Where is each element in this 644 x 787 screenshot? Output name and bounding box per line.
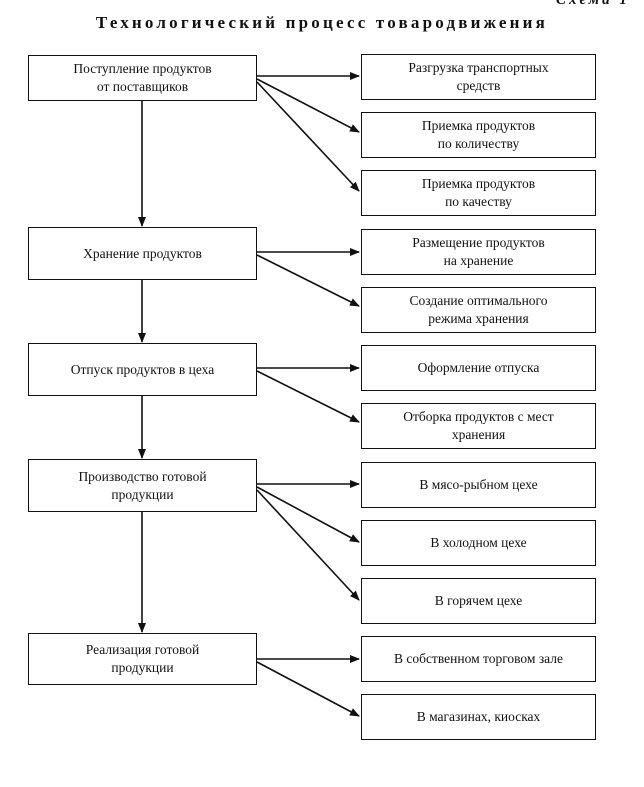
branch-arrow-4c [256,489,360,601]
substep-own-hall: В собственном торговом зале [361,636,596,682]
branch-arrow-4b [256,486,360,543]
stage-sales: Реализация готовой продукции [28,633,257,685]
stage-sales-label: Реализация готовой продукции [85,642,200,675]
substep-hot-shop: В горячем цехе [361,578,596,624]
substep-quality-check-label: Приемка продуктов по качеству [421,176,536,209]
stage-production-label: Производство готовой продукции [78,468,207,502]
substep-meat-fish-shop-label: В мясо-рыбном цехе [419,477,538,492]
substep-meat-fish-shop: В мясо-рыбном цехе [361,462,596,508]
branch-arrow-1b [256,78,360,133]
substep-optimal-mode: Создание оптимального режима хранения [361,287,596,333]
stage-storage-label: Хранение продуктов [83,245,202,261]
substep-quality-check: Приемка продуктов по качеству [361,170,596,216]
substep-picking-label: Отборка продуктов с мест хранения [403,409,554,442]
stage-release-label: Отпуск продуктов в цеха [70,361,215,377]
substep-cold-shop: В холодном цехе [361,520,596,566]
stage-receiving: Поступление продуктов от поставщиков [28,55,257,101]
branch-arrow-3b [256,370,360,423]
branch-arrow-5b [256,661,360,717]
stage-release: Отпуск продуктов в цеха [28,343,257,396]
branch-arrow-1c [256,81,360,192]
stage-storage: Хранение продуктов [28,227,257,280]
substep-placement: Размещение продуктов на хранение [361,229,596,275]
stage-production: Производство готовой продукции [28,459,257,512]
substep-quantity-check: Приемка продуктов по количеству [361,112,596,158]
substep-optimal-mode-label: Создание оптимального режима хранения [409,293,548,326]
substep-placement-label: Размещение продуктов на хранение [412,235,545,268]
substep-unloading: Разгрузка транспортных средств [361,54,596,100]
substep-shops-kiosks: В магазинах, киосках [361,694,596,740]
substep-own-hall-label: В собственном торговом зале [393,651,564,666]
substep-cold-shop-label: В холодном цехе [430,535,527,550]
substep-release-docs-label: Оформление отпуска [417,360,540,375]
substep-release-docs: Оформление отпуска [361,345,596,391]
diagram-title: Технологический процесс товародвижения [95,13,549,32]
stage-receiving-label: Поступление продуктов от поставщиков [73,61,212,94]
substep-unloading-label: Разгрузка транспортных средств [408,60,549,93]
substep-hot-shop-label: В горячем цехе [434,593,523,608]
scheme-label: Схема 1 [556,0,630,8]
branch-arrow-2b [256,254,360,307]
substep-quantity-check-label: Приемка продуктов по количеству [421,118,536,151]
substep-picking: Отборка продуктов с мест хранения [361,403,596,449]
substep-shops-kiosks-label: В магазинах, киосках [416,709,541,724]
